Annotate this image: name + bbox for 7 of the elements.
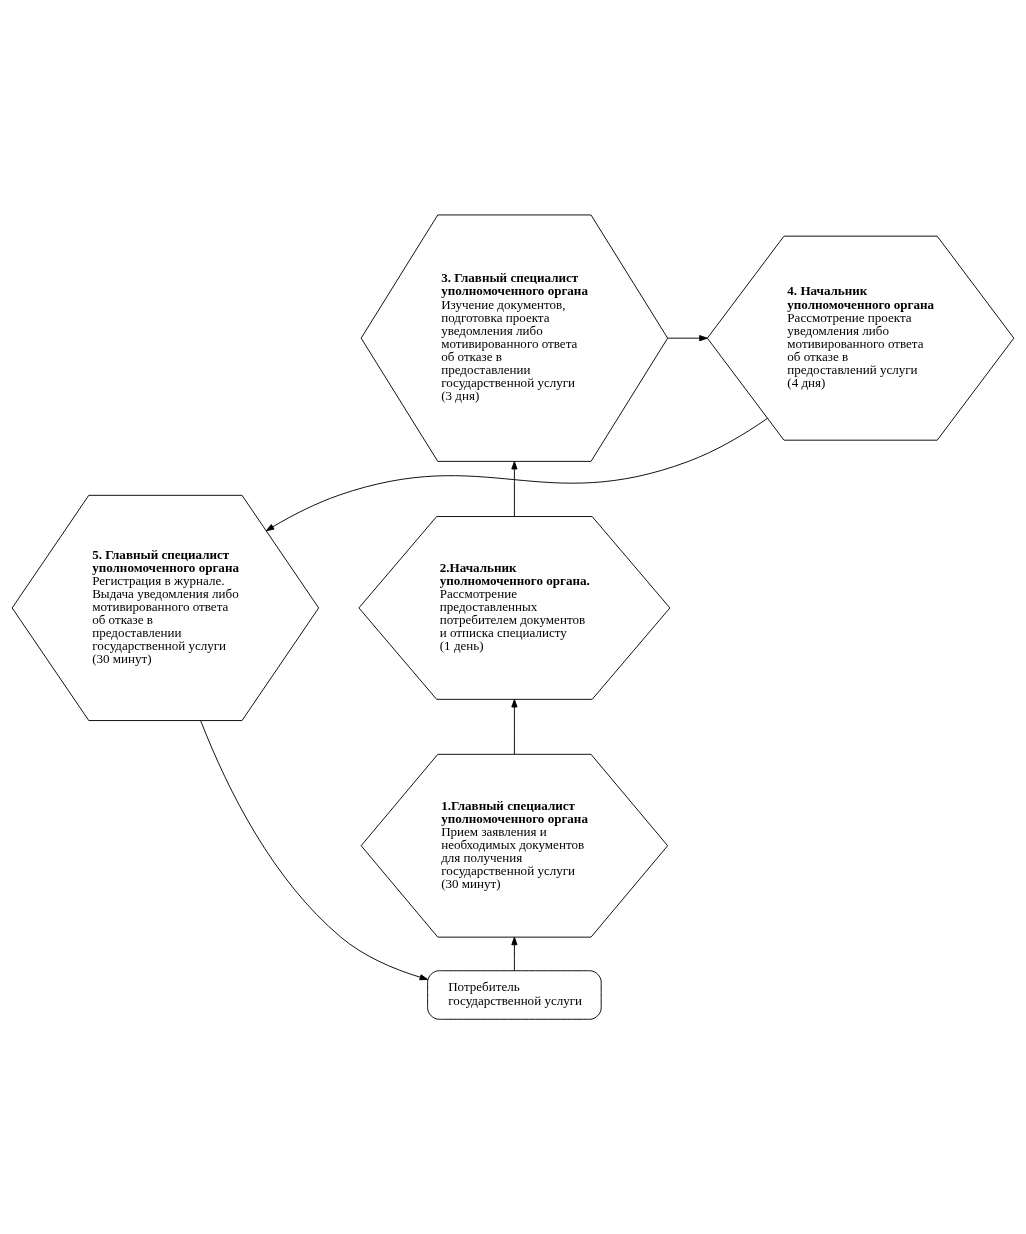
- arrow: [511, 699, 518, 755]
- arrow: [667, 335, 708, 342]
- arrow: [511, 936, 518, 972]
- arrow: [265, 417, 768, 532]
- arrow: [200, 720, 428, 981]
- arrow: [511, 461, 518, 517]
- node-box: Потребитель государственной услуги: [427, 970, 602, 1020]
